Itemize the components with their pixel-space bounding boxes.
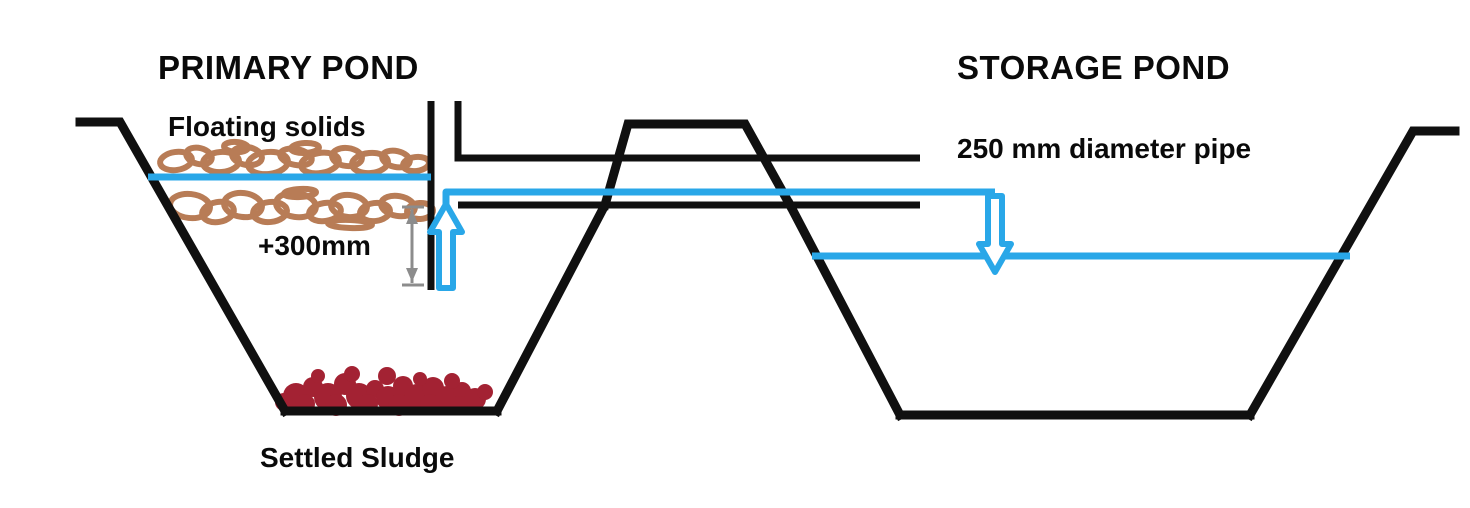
floating-solids-blob <box>379 147 413 171</box>
floating-solids-layer <box>157 138 436 232</box>
settled-sludge-blob <box>413 372 427 386</box>
floating-solids-blob <box>221 138 251 156</box>
floating-solids-blob <box>288 139 322 157</box>
floating-solids-blob <box>221 189 265 221</box>
pipe-flow-path <box>442 188 995 250</box>
storage-pond-title: STORAGE POND <box>957 49 1231 86</box>
floating-solids-blob <box>378 192 418 220</box>
flow-line-through-pipe <box>442 188 995 250</box>
outlet-flow-arrow-down-icon <box>976 193 1014 275</box>
settled-sludge-blob <box>344 366 360 382</box>
freeboard-dimension <box>402 205 424 287</box>
settled-sludge-blob <box>311 369 325 383</box>
storage-pond-right-wall <box>1243 126 1460 422</box>
floating-solids-blob <box>329 144 365 170</box>
transfer-pipe <box>427 101 920 290</box>
settled-sludge-blob <box>378 367 396 385</box>
floating-solids-label: Floating solids <box>168 111 366 142</box>
floating-solids-blob <box>250 198 290 226</box>
settled-sludge-label: Settled Sludge <box>260 442 455 473</box>
inlet-flow-arrow-up-icon <box>427 201 465 291</box>
floating-solids-blob <box>357 199 393 225</box>
settled-sludge-blob <box>477 384 493 400</box>
dimension-arrowhead-bottom-icon <box>406 268 418 282</box>
pond-ground-profile <box>75 117 1460 422</box>
dimension-arrowhead-top-icon <box>406 210 418 224</box>
floating-solids-blob <box>400 153 432 175</box>
floating-solids-blob <box>277 145 315 169</box>
primary-pond-left-wall <box>75 117 292 418</box>
pipe-upper-wall <box>454 101 920 162</box>
floating-solids-blob <box>325 216 375 232</box>
storage-pond-left-wall <box>783 198 907 422</box>
separating-berm-crest <box>599 119 797 212</box>
floating-solids-blob <box>199 198 237 226</box>
floating-solids-blob <box>281 185 319 201</box>
water-lines <box>148 173 1350 260</box>
floating-solids-blob <box>183 144 215 168</box>
settled-sludge-blob <box>444 373 460 389</box>
pipe-diameter-label: 250 mm diameter pipe <box>957 133 1252 164</box>
freeboard-dimension-label: +300mm <box>258 230 371 261</box>
primary-pond-title: PRIMARY POND <box>158 49 419 86</box>
primary-pond-right-wall <box>490 198 612 418</box>
floating-solids-blob <box>298 149 342 177</box>
